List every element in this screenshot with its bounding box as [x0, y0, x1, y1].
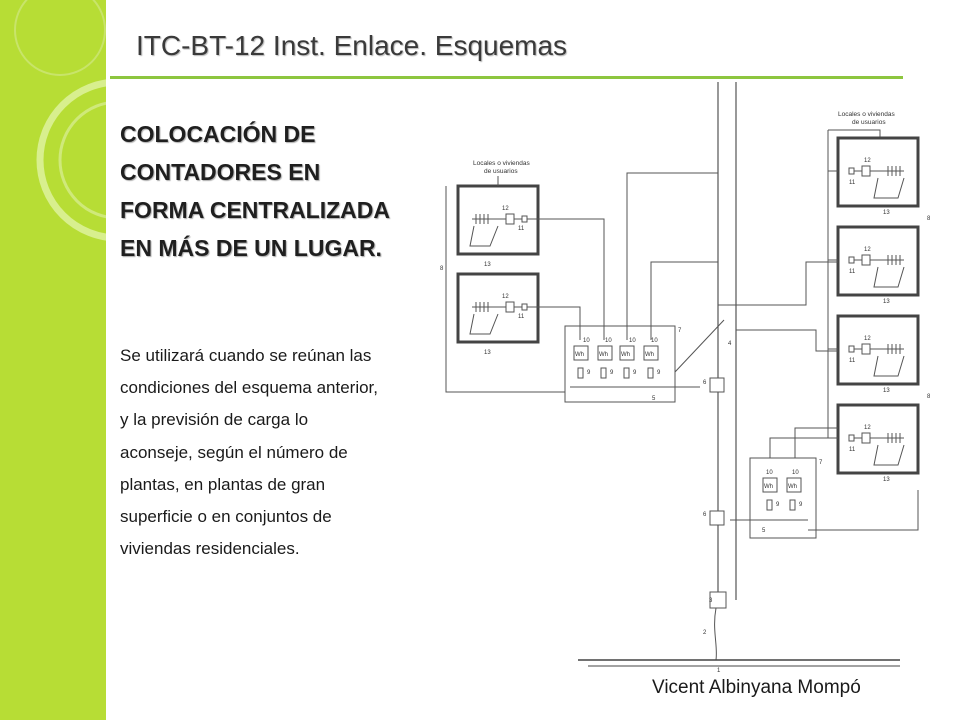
- user-unit-box: [836, 314, 920, 386]
- svg-text:Wh: Wh: [788, 484, 797, 490]
- author-credit: Vicent Albinyana Mompó: [652, 677, 861, 698]
- svg-text:Wh: Wh: [599, 352, 608, 358]
- callout-label: 7: [678, 328, 682, 334]
- decorative-side-band: [0, 0, 106, 720]
- user-unit-box: [456, 272, 540, 344]
- svg-text:11: 11: [849, 180, 856, 186]
- users-label: de usuarios: [484, 168, 518, 175]
- svg-text:8: 8: [927, 216, 930, 222]
- meter-board: [749, 457, 817, 539]
- svg-text:13: 13: [883, 477, 890, 483]
- callout-label: 4: [728, 341, 732, 347]
- svg-text:11: 11: [849, 447, 856, 453]
- svg-text:11: 11: [849, 358, 856, 364]
- meter-icon: [619, 345, 635, 361]
- svg-text:8: 8: [927, 394, 930, 400]
- callout-label: 5: [762, 528, 766, 534]
- svg-text:9: 9: [657, 370, 661, 376]
- user-unit-box: [836, 225, 920, 297]
- callout-label: 12: [502, 206, 509, 212]
- callout-label: 6: [703, 512, 707, 518]
- decorative-ring: [36, 79, 106, 241]
- callout-label: 2: [703, 630, 707, 636]
- wiring-diagram: Locales o viviendas de usuarios 12 11 13…: [440, 82, 930, 674]
- callout-label: 8: [440, 266, 444, 272]
- decorative-rings: [14, 0, 106, 241]
- callout-label: 11: [518, 314, 525, 320]
- svg-text:13: 13: [883, 210, 890, 216]
- meter-icon: [786, 477, 802, 493]
- meter-icon: [597, 345, 613, 361]
- title-underline: [110, 76, 903, 79]
- svg-text:Wh: Wh: [645, 352, 654, 358]
- users-label: Locales o viviendas: [838, 111, 895, 118]
- svg-text:9: 9: [776, 502, 780, 508]
- callout-label: 13: [484, 350, 491, 356]
- callout-label: 1: [717, 668, 721, 674]
- svg-text:11: 11: [849, 269, 856, 275]
- callout-label: 5: [652, 396, 656, 402]
- meter-icon: [762, 477, 778, 493]
- callout-label: 13: [484, 262, 491, 268]
- svg-text:10: 10: [651, 338, 658, 344]
- svg-text:10: 10: [629, 338, 636, 344]
- callout-label: 7: [819, 460, 823, 466]
- users-label: de usuarios: [852, 119, 886, 126]
- slide-title: ITC-BT-12 Inst. Enlace. Esquemas: [136, 30, 568, 61]
- slide-body-text: Se utilizará cuando se reúnan las condic…: [120, 346, 378, 559]
- svg-text:10: 10: [605, 338, 612, 344]
- callout-label: 12: [502, 294, 509, 300]
- svg-text:12: 12: [864, 247, 871, 253]
- svg-text:10: 10: [766, 470, 773, 476]
- fuse-box: [709, 510, 725, 526]
- user-unit-box: [836, 403, 920, 475]
- fuse-box: [709, 377, 725, 393]
- svg-text:13: 13: [883, 299, 890, 305]
- svg-text:9: 9: [633, 370, 637, 376]
- user-unit-box: [456, 184, 540, 256]
- meter-icon: [573, 345, 589, 361]
- svg-text:Wh: Wh: [621, 352, 630, 358]
- decorative-ring: [14, 0, 106, 76]
- slide-heading: COLOCACIÓN DE CONTADORES EN FORMA CENTRA…: [120, 121, 390, 261]
- protection-box: [709, 591, 727, 609]
- meter-board: [564, 325, 676, 403]
- users-label: Locales o viviendas: [473, 160, 530, 167]
- callout-label: 3: [709, 598, 713, 604]
- meter-icon: [643, 345, 659, 361]
- svg-text:10: 10: [583, 338, 590, 344]
- svg-text:9: 9: [610, 370, 614, 376]
- svg-text:9: 9: [587, 370, 591, 376]
- svg-text:10: 10: [792, 470, 799, 476]
- svg-text:12: 12: [864, 425, 871, 431]
- meter-row: Wh Wh Wh Wh 10 10 10 10 9 9 9 9: [573, 338, 661, 379]
- decorative-ring: [58, 101, 106, 219]
- svg-text:13: 13: [883, 388, 890, 394]
- callout-label: 6: [703, 380, 707, 386]
- svg-text:9: 9: [799, 502, 803, 508]
- callout-label: 11: [518, 226, 525, 232]
- svg-text:12: 12: [864, 336, 871, 342]
- svg-text:Wh: Wh: [575, 352, 584, 358]
- svg-text:12: 12: [864, 158, 871, 164]
- svg-text:Wh: Wh: [764, 484, 773, 490]
- user-unit-box: [836, 136, 920, 208]
